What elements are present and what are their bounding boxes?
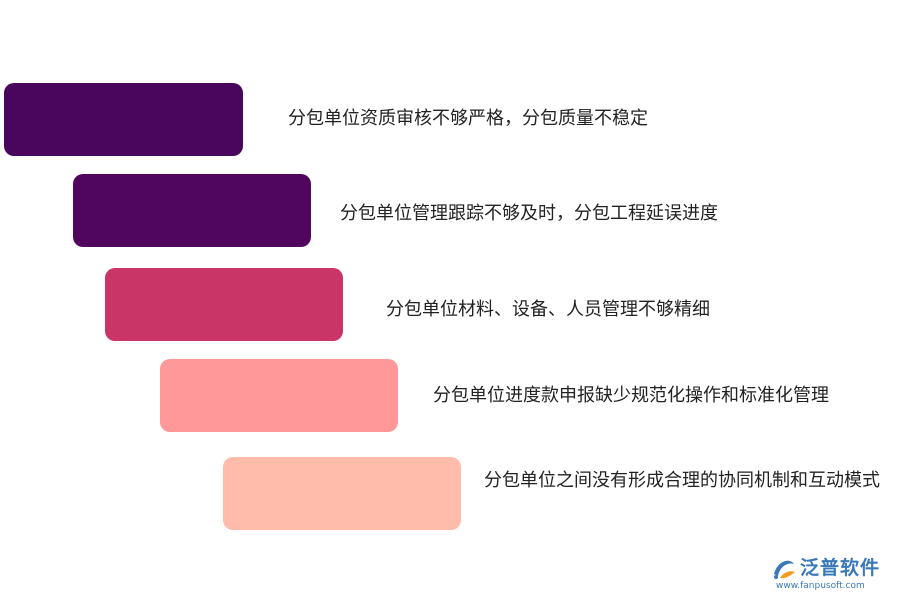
- step-label-1: 分包单位资质审核不够严格，分包质量不稳定: [288, 108, 648, 129]
- brand-url: www.fanpusoft.com: [776, 581, 865, 591]
- step-label-3: 分包单位材料、设备、人员管理不够精细: [386, 299, 710, 320]
- brand-name: 泛普软件: [800, 557, 881, 579]
- step-bar-1: [4, 83, 243, 156]
- step-bar-4: [160, 359, 398, 432]
- step-label-5: 分包单位之间没有形成合理的协同机制和互动模式: [484, 470, 880, 491]
- step-bar-2: [73, 174, 311, 247]
- step-bar-3: [105, 268, 343, 341]
- brand-logo: 泛普软件 www.fanpusoft.com: [770, 552, 895, 596]
- step-label-2: 分包单位管理跟踪不够及时，分包工程延误进度: [340, 203, 718, 224]
- step-label-4: 分包单位进度款申报缺少规范化操作和标准化管理: [433, 385, 829, 406]
- brand-mark-icon: [774, 560, 795, 579]
- step-bar-5: [223, 457, 461, 530]
